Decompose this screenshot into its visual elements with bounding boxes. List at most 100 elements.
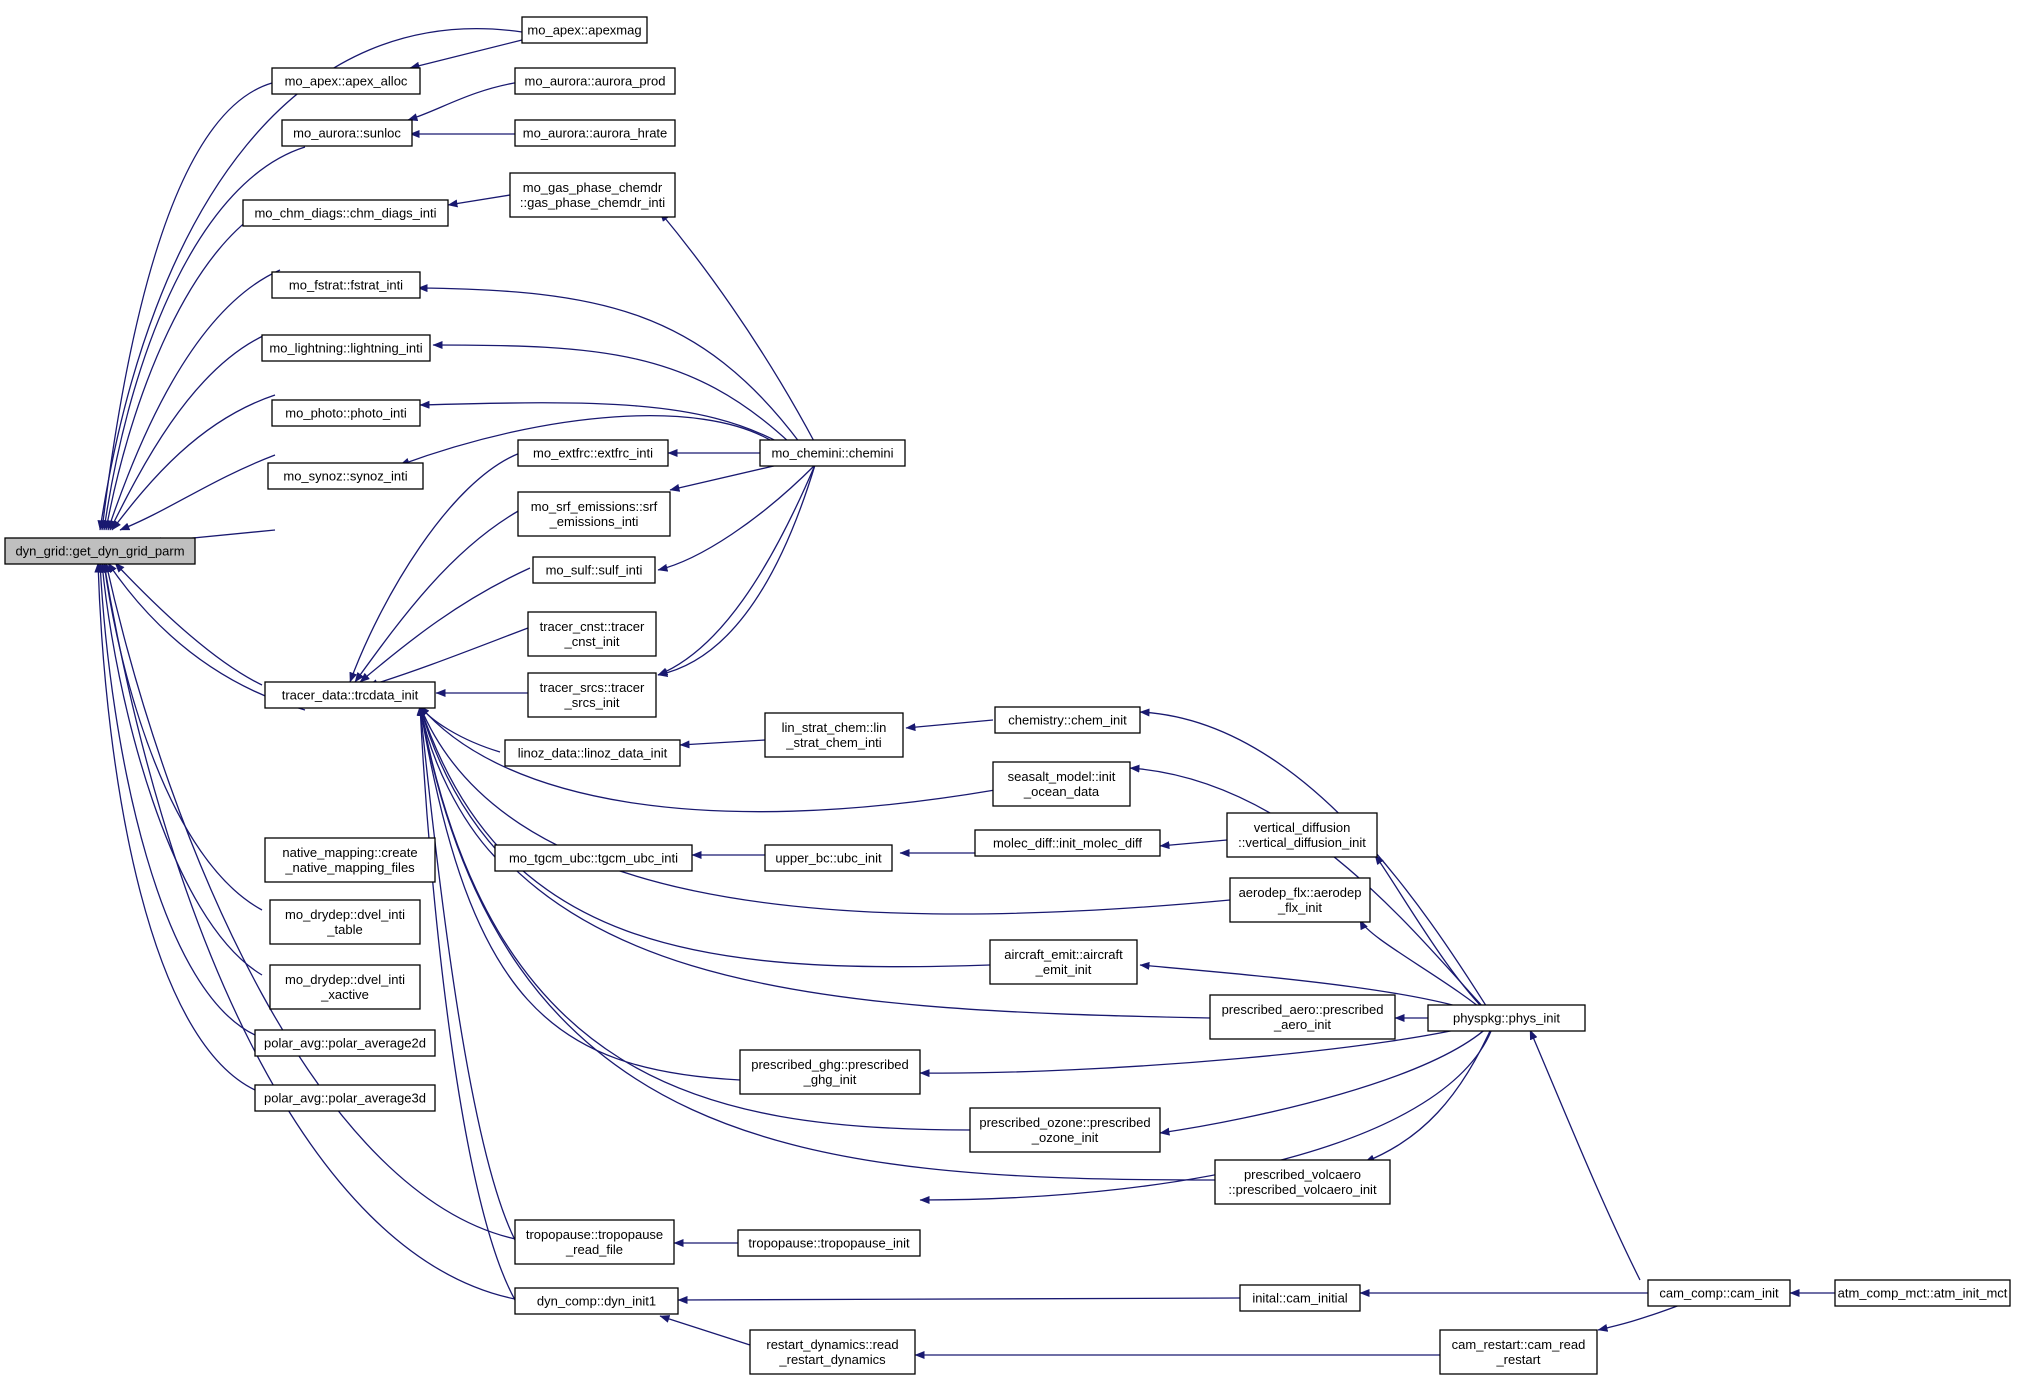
graph-node-presc-aero[interactable]: prescribed_aero::prescribed_aero_init [1209, 994, 1396, 1040]
graph-node-apex-alloc[interactable]: mo_apex::apex_alloc [271, 67, 421, 95]
graph-node-chemini[interactable]: mo_chemini::chemini [759, 439, 906, 467]
edge [417, 705, 1216, 1181]
node-box [271, 271, 421, 299]
graph-node-lin-strat[interactable]: lin_strat_chem::lin_strat_chem_inti [764, 712, 904, 758]
graph-node-tracer-srcs[interactable]: tracer_srcs::tracer_srcs_init [527, 672, 657, 718]
graph-node-aerodep[interactable]: aerodep_flx::aerodep_flx_init [1229, 877, 1371, 923]
edge [1529, 1029, 1641, 1281]
graph-node-restart-dyn[interactable]: restart_dynamics::read_restart_dynamics [749, 1329, 916, 1375]
graph-node-cam-init[interactable]: cam_comp::cam_init [1647, 1279, 1791, 1307]
graph-node-aurora-hrate[interactable]: mo_aurora::aurora_hrate [514, 119, 676, 147]
node-label: dyn_comp::dyn_init1 [537, 1294, 656, 1309]
node-label: _cnst_init [564, 634, 620, 649]
node-label: _emissions_inti [549, 514, 639, 529]
graph-node-gas-phase[interactable]: mo_gas_phase_chemdr::gas_phase_chemdr_in… [509, 172, 676, 218]
node-label: chemistry::chem_init [1008, 713, 1127, 728]
graph-node-extfrc[interactable]: mo_extfrc::extfrc_inti [517, 439, 669, 467]
node-label: _emit_init [1035, 962, 1092, 977]
graph-node-linoz[interactable]: linoz_data::linoz_data_init [504, 739, 681, 767]
node-label: _read_file [565, 1242, 623, 1257]
graph-node-polar3d[interactable]: polar_avg::polar_average3d [254, 1084, 436, 1112]
graph-node-tracer-cnst[interactable]: tracer_cnst::tracer_cnst_init [527, 611, 657, 657]
edge [905, 719, 994, 732]
graph-node-dyn-grid[interactable]: dyn_grid::get_dyn_grid_parm [4, 537, 196, 565]
node-label: _strat_chem_inti [785, 735, 881, 750]
node-label: mo_lightning::lightning_inti [269, 341, 422, 356]
graph-node-synoz[interactable]: mo_synoz::synoz_inti [267, 462, 424, 490]
graph-node-presc-ozone[interactable]: prescribed_ozone::prescribed_ozone_init [969, 1107, 1161, 1153]
node-label: mo_photo::photo_inti [285, 406, 407, 421]
node-box [242, 199, 449, 227]
graph-node-dvel-xactive[interactable]: mo_drydep::dvel_inti_xactive [269, 964, 421, 1010]
node-box [1239, 1284, 1361, 1312]
node-box [521, 16, 648, 44]
node-box [1209, 994, 1396, 1040]
graph-node-tropo-read[interactable]: tropopause::tropopause_read_file [514, 1219, 675, 1265]
node-label: mo_aurora::aurora_prod [525, 74, 666, 89]
edge [1374, 854, 1496, 1021]
graph-node-molec-diff[interactable]: molec_diff::init_molec_diff [974, 829, 1161, 857]
graph-node-vert-diff[interactable]: vertical_diffusion::vertical_diffusion_i… [1226, 812, 1378, 858]
graph-node-polar2d[interactable]: polar_avg::polar_average2d [254, 1029, 436, 1057]
node-label: mo_extfrc::extfrc_inti [533, 446, 653, 461]
graph-node-trcdata[interactable]: tracer_data::trcdata_init [264, 681, 436, 709]
graph-node-fstrat[interactable]: mo_fstrat::fstrat_inti [271, 271, 421, 299]
node-label: mo_tgcm_ubc::tgcm_ubc_inti [509, 851, 678, 866]
node-box [1214, 1159, 1391, 1205]
graph-node-chm-diags[interactable]: mo_chm_diags::chm_diags_inti [242, 199, 449, 227]
graph-node-apexmag[interactable]: mo_apex::apexmag [521, 16, 648, 44]
node-label: tropopause::tropopause [526, 1227, 663, 1242]
edge [1159, 839, 1228, 850]
node-label: vertical_diffusion [1254, 820, 1351, 835]
node-box [254, 1029, 436, 1057]
node-label: physpkg::phys_init [1453, 1011, 1560, 1026]
node-label: tropopause::tropopause_init [748, 1236, 910, 1251]
node-label: _aero_init [1273, 1017, 1331, 1032]
edge [417, 705, 741, 1081]
node-box [269, 964, 421, 1010]
node-box [1427, 1004, 1586, 1032]
graph-node-lightning[interactable]: mo_lightning::lightning_inti [261, 334, 431, 362]
graph-node-tropo-init[interactable]: tropopause::tropopause_init [737, 1229, 921, 1257]
node-label: mo_apex::apex_alloc [285, 74, 408, 89]
graph-node-phys-init[interactable]: physpkg::phys_init [1427, 1004, 1586, 1032]
edge [111, 394, 276, 531]
node-label: _restart_dynamics [778, 1352, 886, 1367]
graph-node-srf-emis[interactable]: mo_srf_emissions::srf_emissions_inti [517, 491, 671, 537]
graph-node-tgcm-ubc[interactable]: mo_tgcm_ubc::tgcm_ubc_inti [494, 844, 693, 872]
node-label: prescribed_aero::prescribed [1222, 1002, 1384, 1017]
node-label: tracer_data::trcdata_init [282, 688, 419, 703]
node-box [527, 611, 657, 657]
edge [419, 400, 781, 444]
node-box [517, 491, 671, 537]
node-box [254, 1084, 436, 1112]
node-label: mo_chm_diags::chm_diags_inti [254, 206, 436, 221]
edge [419, 705, 996, 813]
node-box [264, 681, 436, 709]
graph-node-sunloc[interactable]: mo_aurora::sunloc [281, 119, 413, 147]
edge [419, 705, 1231, 915]
graph-node-presc-volc[interactable]: prescribed_volcaero::prescribed_volcaero… [1214, 1159, 1391, 1205]
node-label: ::prescribed_volcaero_init [1228, 1182, 1377, 1197]
graph-node-cam-read[interactable]: cam_restart::cam_read_restart [1439, 1329, 1598, 1375]
edge [97, 28, 523, 531]
graph-node-atm-init[interactable]: atm_comp_mct::atm_init_mct [1834, 1279, 2011, 1307]
graph-nodes: dyn_grid::get_dyn_grid_parm mo_apex::apex… [4, 16, 2011, 1375]
node-label: molec_diff::init_molec_diff [993, 836, 1142, 851]
graph-node-aurora-prod[interactable]: mo_aurora::aurora_prod [514, 67, 676, 95]
graph-node-presc-ghg[interactable]: prescribed_ghg::prescribed_ghg_init [739, 1049, 921, 1095]
graph-node-chem-init[interactable]: chemistry::chem_init [994, 706, 1141, 734]
node-box [509, 172, 676, 218]
graph-node-sulf[interactable]: mo_sulf::sulf_inti [532, 556, 656, 584]
graph-node-ubc-init[interactable]: upper_bc::ubc_init [764, 844, 893, 872]
graph-node-dvel-table[interactable]: mo_drydep::dvel_inti_table [269, 899, 421, 945]
graph-node-cam-initial[interactable]: inital::cam_initial [1239, 1284, 1361, 1312]
graph-node-photo[interactable]: mo_photo::photo_inti [271, 399, 421, 427]
graph-node-aircraft[interactable]: aircraft_emit::aircraft_emit_init [989, 939, 1138, 985]
graph-node-seasalt[interactable]: seasalt_model::init_ocean_data [992, 761, 1131, 807]
node-box [1226, 812, 1378, 858]
graph-node-dyn-init1[interactable]: dyn_comp::dyn_init1 [514, 1287, 679, 1315]
node-box [737, 1229, 921, 1257]
graph-node-native-map[interactable]: native_mapping::create_native_mapping_fi… [264, 837, 436, 883]
edge [1129, 764, 1496, 1021]
